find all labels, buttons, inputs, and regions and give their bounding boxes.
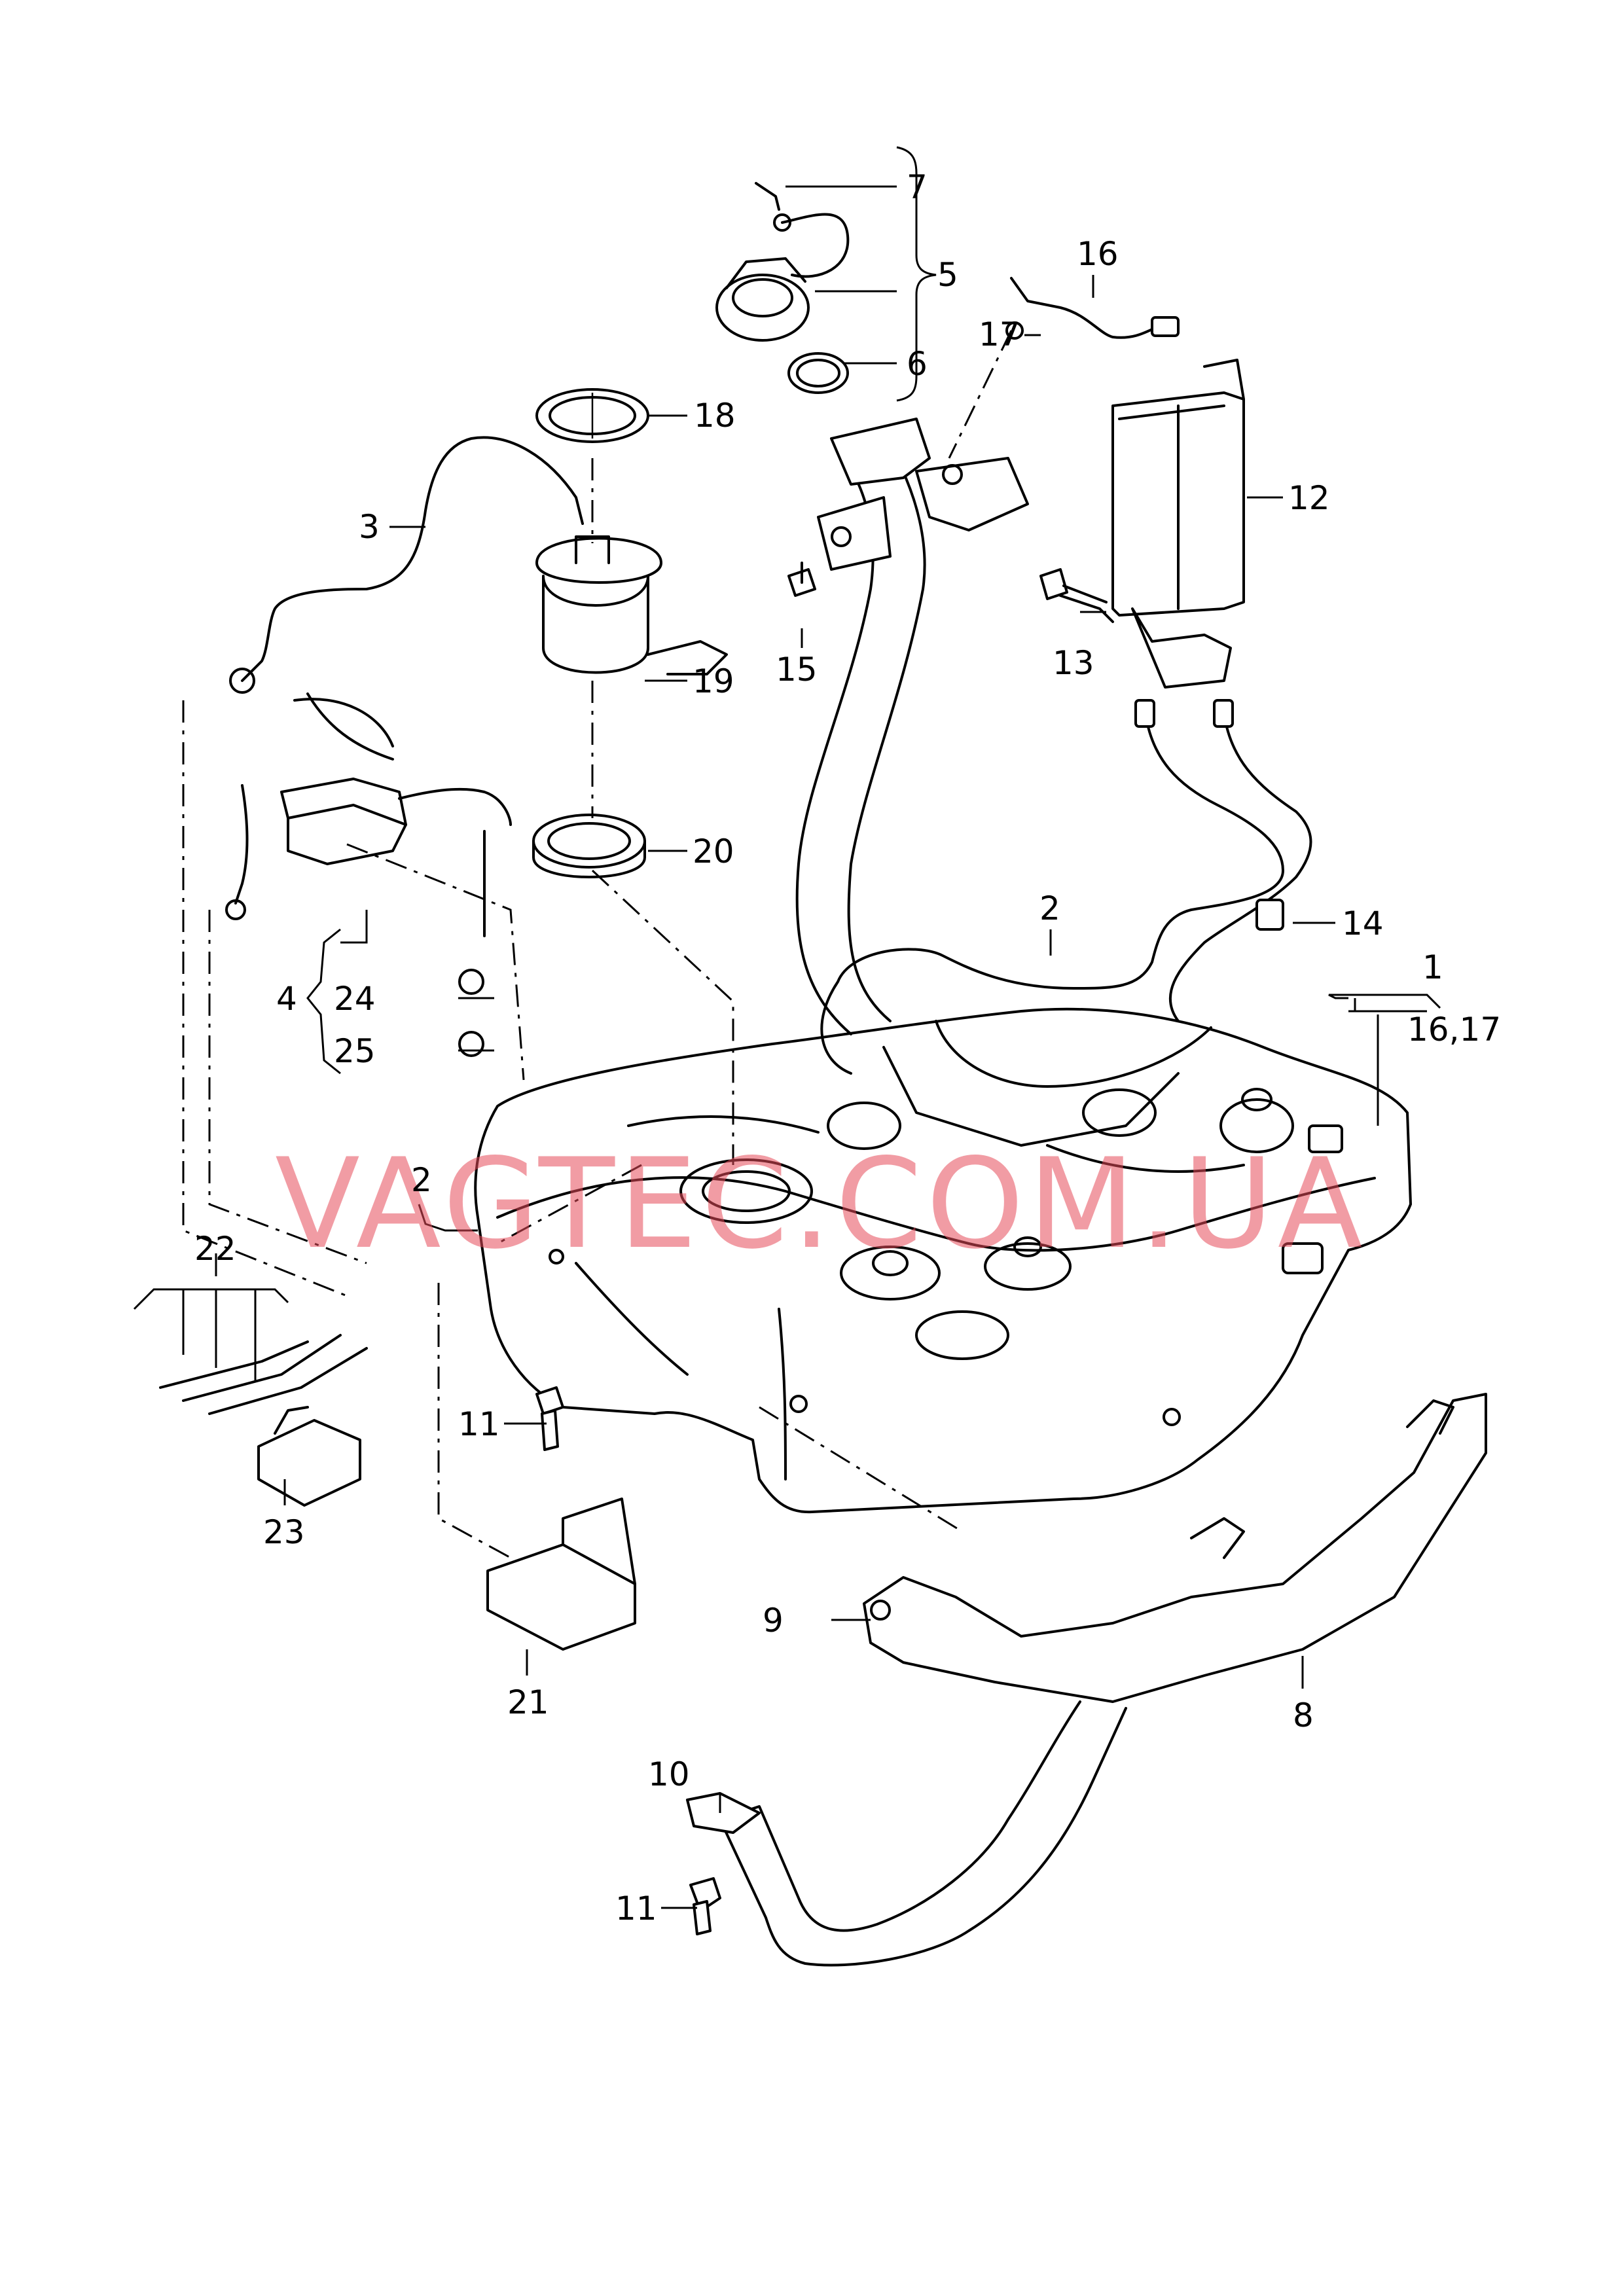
connectors xyxy=(159,1334,636,1651)
fuel-module xyxy=(225,692,512,1057)
callout-25: 25 xyxy=(334,1032,376,1070)
callout-9: 9 xyxy=(763,1602,784,1640)
carbon-canister xyxy=(1059,359,1245,689)
callout-labels: 7 5 6 16 17 18 3 12 19 13 15 20 2 14 4 2… xyxy=(194,168,1501,1928)
fuel-cap xyxy=(715,182,850,394)
assembly-lines xyxy=(182,330,1013,1559)
callout-14: 14 xyxy=(1342,905,1384,942)
callout-13: 13 xyxy=(1053,644,1094,682)
callout-1: 1 xyxy=(1422,948,1443,986)
callout-20: 20 xyxy=(693,833,734,870)
callout-10: 10 xyxy=(648,1755,690,1793)
callout-16: 16 xyxy=(1077,235,1119,273)
callout-12: 12 xyxy=(1288,479,1330,517)
leader-lines xyxy=(133,146,1441,1909)
callout-5: 5 xyxy=(937,256,958,294)
callout-2-upper: 2 xyxy=(1039,889,1060,927)
callout-6: 6 xyxy=(907,345,928,383)
callout-15: 15 xyxy=(776,651,818,689)
callout-2-lower: 2 xyxy=(411,1161,432,1199)
fasteners xyxy=(787,277,1180,603)
callout-22: 22 xyxy=(194,1230,236,1268)
callout-11-lower: 11 xyxy=(615,1890,657,1928)
fuel-pump xyxy=(532,388,728,878)
callout-7: 7 xyxy=(907,168,928,206)
clip-14 xyxy=(1255,899,1284,931)
callout-16-17: 16,17 xyxy=(1407,1011,1501,1049)
filler-neck xyxy=(795,418,1029,1035)
watermark: VAGTEC.COM.UA xyxy=(275,1132,1367,1276)
callout-21: 21 xyxy=(507,1683,549,1721)
tank-strap xyxy=(535,1386,1127,1967)
fuel-line-2-upper xyxy=(820,699,1312,1075)
callout-4: 4 xyxy=(276,980,297,1018)
callout-23: 23 xyxy=(263,1513,305,1551)
fuel-tank xyxy=(474,1007,1412,1514)
callout-19: 19 xyxy=(693,662,734,700)
callout-18: 18 xyxy=(694,397,736,435)
protection-plate xyxy=(863,1393,1487,1703)
callout-3: 3 xyxy=(359,508,380,546)
callout-17: 17 xyxy=(979,315,1020,353)
callout-11-upper: 11 xyxy=(458,1405,500,1443)
callout-24: 24 xyxy=(334,980,376,1018)
fuel-line-3 xyxy=(229,436,584,694)
callout-8: 8 xyxy=(1293,1696,1314,1734)
